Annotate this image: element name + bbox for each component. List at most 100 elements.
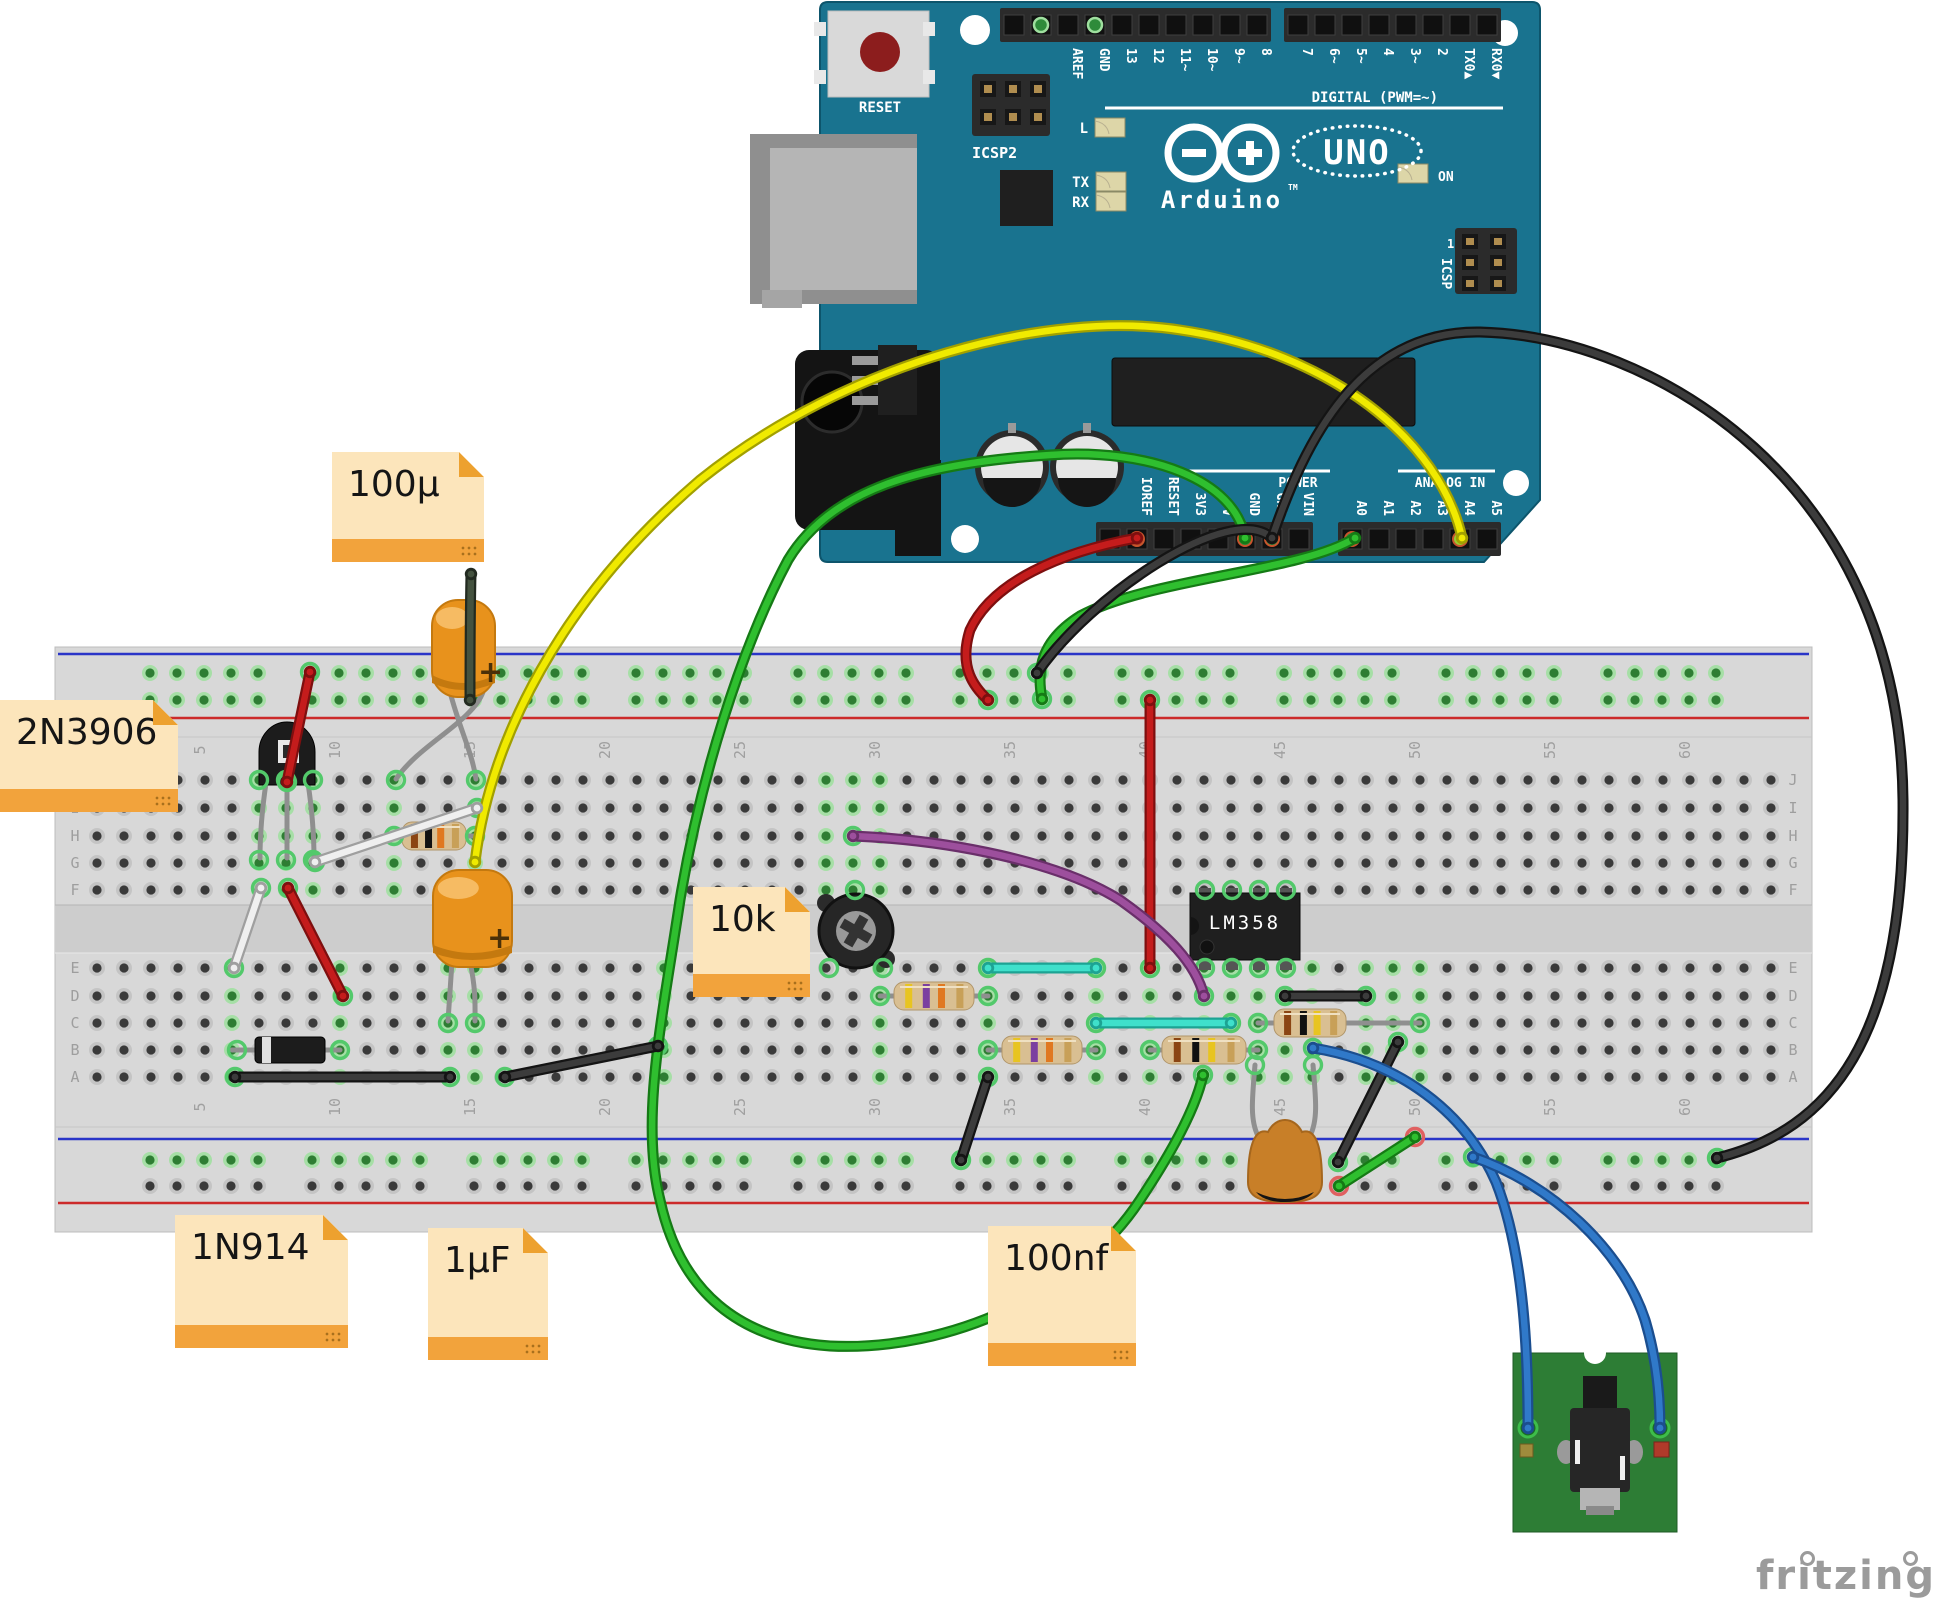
diode-1n914[interactable] [229,1036,343,1064]
audio-jack-board[interactable] [1512,1342,1678,1533]
reset-button-cap[interactable] [860,32,900,72]
wire-black-gnd-right-arc[interactable] [1265,326,1909,1165]
note-resize-bar[interactable] [0,789,178,812]
digital-header-a-pin[interactable] [1246,14,1268,36]
note-drag-dots-icon[interactable] [324,1331,343,1344]
note-drag-dots-icon[interactable] [524,1343,543,1356]
resistor-100k-b[interactable] [1255,1008,1423,1038]
digital-header-b-pin[interactable] [1422,14,1444,36]
digital-header-a-pin-connected[interactable] [1086,16,1104,34]
digital-header-a-pin[interactable] [1138,14,1160,36]
wire-core[interactable] [230,884,265,972]
wire-purple-h29-to-d42[interactable] [846,829,1211,1003]
capacitor-body[interactable] [1246,1119,1324,1204]
wire-black-rail-to-b49[interactable] [1331,1035,1405,1169]
wire-red-f8-to-d10[interactable] [281,881,350,1003]
resistor-body[interactable] [1001,1035,1083,1065]
note-resize-bar[interactable] [428,1337,548,1360]
wire-cyan-e34-e38[interactable] [981,961,1103,975]
note-resize-bar[interactable] [988,1343,1136,1366]
wire-core[interactable] [501,1042,662,1081]
digital-header-a-pin[interactable] [1111,14,1133,36]
resistor-body[interactable] [893,981,975,1011]
note-resize-bar[interactable] [332,539,484,562]
trimmer-10k[interactable] [817,892,895,970]
resistor-47k-a[interactable] [877,981,991,1011]
digital-header-a-pin[interactable] [1219,14,1241,36]
wire-red-ioref-to-rail[interactable] [960,531,1144,707]
note-1n914[interactable]: 1N914 [175,1215,348,1348]
wire-core[interactable] [1469,1153,1664,1432]
note-drag-dots-icon[interactable] [786,980,805,993]
wire-core[interactable] [1268,328,1907,1162]
wire-core[interactable] [957,1073,992,1164]
digital-header-a-pin[interactable] [1057,14,1079,36]
wire-core[interactable] [1033,526,1276,677]
wire-red-rail-to-j8[interactable] [280,665,317,789]
note-2n3906[interactable]: 2N3906 [0,700,178,812]
wire-dark-stub[interactable] [463,567,478,707]
analog-header-pin[interactable] [1476,528,1498,550]
resistor-47k-b[interactable] [985,1035,1099,1065]
digital-header-b-pin[interactable] [1476,14,1498,36]
wire-core[interactable] [1309,1044,1532,1432]
note-100u[interactable]: 100µ [332,452,484,562]
analog-header-pin[interactable] [1422,528,1444,550]
wire-core[interactable] [1334,1038,1402,1166]
resistor-100k-a[interactable] [1147,1035,1261,1065]
breadboard-hole-center [1469,858,1479,868]
resistor-body[interactable] [1273,1008,1347,1038]
wire-core[interactable] [311,804,481,866]
digital-header-a-pin[interactable] [1165,14,1187,36]
digital-header-b-pin[interactable] [1395,14,1417,36]
analog-header-pin[interactable] [1368,528,1390,550]
wire-core[interactable] [466,570,475,704]
capacitor-1uf[interactable]: + [432,869,513,1024]
digital-header-b-pin[interactable] [1287,14,1309,36]
wire-black-a34-to-rail[interactable] [954,1070,995,1167]
digital-header-b-pin[interactable] [1341,14,1363,36]
wire-cyan-c38-c43[interactable] [1089,1016,1238,1030]
note-drag-dots-icon[interactable] [1112,1349,1131,1362]
jack-body[interactable] [1570,1408,1630,1492]
wire-core[interactable] [962,534,1141,704]
wire-core[interactable] [1335,1133,1419,1190]
digital-header-b-pin[interactable] [1449,14,1471,36]
wire-green-rail-jumper[interactable] [1332,1130,1422,1193]
note-10k[interactable]: 10k [693,887,810,997]
ic-lm358[interactable]: LM358 [1189,888,1301,970]
digital-header-b-pin[interactable] [1314,14,1336,36]
wire-blue-b46-to-jack[interactable] [1306,1041,1535,1435]
wire-yellow-a4-to-g15[interactable] [468,320,1469,869]
power-header-pin[interactable] [1288,528,1310,550]
analog-header-pin[interactable] [1395,528,1417,550]
capacitor-100uf[interactable]: + [393,599,503,782]
wire-black-a6-a14[interactable] [228,1070,457,1084]
wire-blue-rail-to-jack[interactable] [1466,1150,1667,1435]
wire-black-d45-d48[interactable] [1278,989,1373,1003]
wire-white-g9-to-i15[interactable] [308,801,484,869]
diode-body[interactable] [254,1036,326,1064]
note-resize-bar[interactable] [175,1325,348,1348]
wire-black-a16-b21[interactable] [498,1039,665,1084]
note-100nf[interactable]: 100nf [988,1226,1136,1366]
digital-header-b[interactable] [1284,8,1501,42]
note-1uf[interactable]: 1µF [428,1228,548,1360]
note-drag-dots-icon[interactable] [460,545,479,558]
digital-header-b-pin[interactable] [1368,14,1390,36]
breadboard[interactable]: JIHGFEDCBAJIHGFEDCBA51015202530354045505… [54,646,1813,1233]
wire-core[interactable] [283,668,314,786]
power-header-pin[interactable] [1153,528,1175,550]
wire-core[interactable] [284,884,347,1000]
note-drag-dots-icon[interactable] [154,795,173,808]
wire-core[interactable] [849,832,1208,1000]
digital-header-a-pin[interactable] [1192,14,1214,36]
digital-header-a-pin[interactable] [1003,14,1025,36]
resistor-body[interactable] [1161,1035,1247,1065]
capacitor-100nf[interactable] [1246,1062,1324,1204]
wire-core[interactable] [471,322,1466,866]
note-resize-bar[interactable] [693,974,810,997]
digital-header-a-pin-connected[interactable] [1032,16,1050,34]
wire-white-f7-to-e6[interactable] [227,881,268,975]
